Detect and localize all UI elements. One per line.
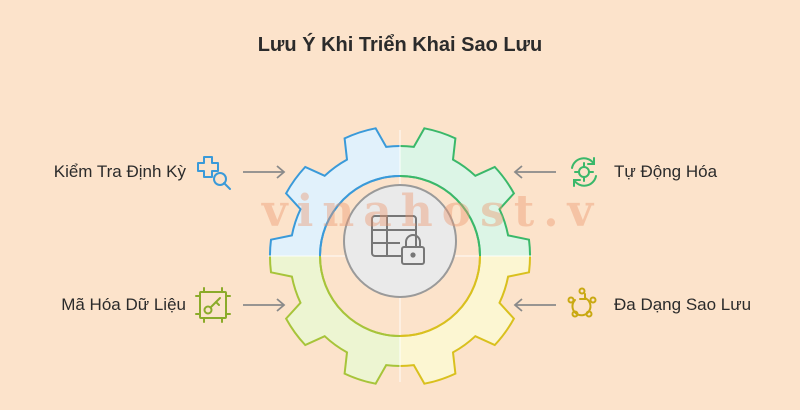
gear-quadrant-green <box>400 127 532 256</box>
label-tu-dong-hoa: Tự Động Hóa <box>614 162 718 181</box>
arrow-kiem-tra <box>243 165 286 179</box>
search-plus-icon <box>197 156 231 190</box>
diagram-title: Lưu Ý Khi Triển Khai Sao Lưu <box>257 34 543 56</box>
diversity-icon <box>567 287 597 318</box>
gear-inner-ring-yellow <box>399 255 481 337</box>
label-da-dang-sao-luu: Đa Dạng Sao Lưu <box>614 295 752 314</box>
gear-inner-ring-lime <box>319 255 401 337</box>
locked-database-icon <box>371 215 425 265</box>
gear-inner-ring-green <box>399 175 481 257</box>
arrow-ma-hoa <box>243 298 286 312</box>
label-kiem-tra-dinh-ky: Kiểm Tra Định Kỳ <box>53 162 186 181</box>
arrow-da-dang <box>513 298 556 312</box>
gear-inner-ring-blue <box>319 175 401 257</box>
watermark-text: vinahost.v <box>262 186 603 237</box>
arrow-tu-dong <box>513 165 556 179</box>
automation-gear-icon <box>571 157 597 187</box>
key-icon <box>195 287 231 323</box>
label-ma-hoa-du-lieu: Mã Hóa Dữ Liệu <box>61 295 186 314</box>
center-circle <box>343 184 457 298</box>
gear-quadrant-yellow <box>400 256 532 385</box>
